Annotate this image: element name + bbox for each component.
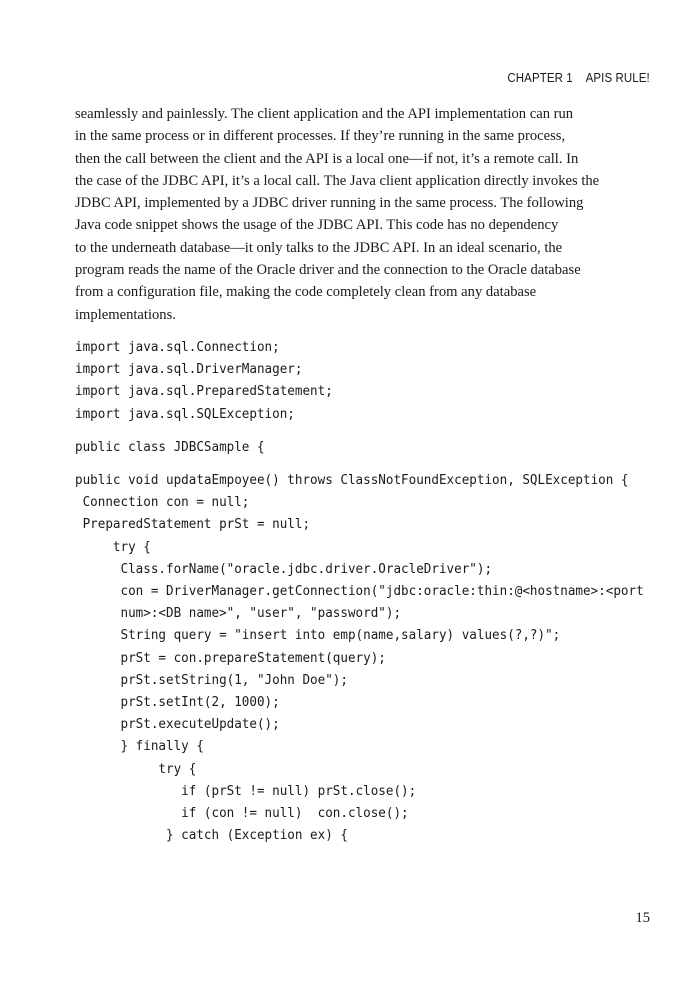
paragraph-line: to the underneath database—it only talks… xyxy=(75,239,563,256)
paragraph-line: program reads the name of the Oracle dri… xyxy=(75,262,581,279)
code-line-method: num>:<DB name>", "user", "password"); xyxy=(75,606,402,622)
code-line-import: import java.sql.Connection; xyxy=(75,340,280,355)
code-blank-line xyxy=(75,426,675,437)
code-line-method: prSt = con.prepareStatement(query); xyxy=(75,650,386,666)
paragraph-line: in the same process or in different proc… xyxy=(75,128,566,145)
code-listing: import java.sql.Connection; import java.… xyxy=(75,337,675,847)
page-number: 15 xyxy=(635,910,651,926)
code-line-class: public class JDBCSample { xyxy=(75,439,265,455)
code-line-method: prSt.setString(1, "John Doe"); xyxy=(75,672,348,688)
code-line-method: String query = "insert into emp(name,sal… xyxy=(75,628,561,644)
code-line-method: Connection con = null; xyxy=(75,495,250,511)
paragraph-line: from a configuration file, making the co… xyxy=(75,284,537,301)
code-line-method: } catch (Exception ex) { xyxy=(75,828,348,844)
code-line-method: try { xyxy=(75,761,197,777)
paragraph-line: the case of the JDBC API, it’s a local c… xyxy=(75,172,600,189)
chapter-label: CHAPTER 1 xyxy=(507,71,573,85)
code-line-method: PreparedStatement prSt = null; xyxy=(75,517,311,533)
paragraph-line: Java code snippet shows the usage of the… xyxy=(75,217,559,234)
running-head: CHAPTER 1 APIS RULE! xyxy=(508,71,650,85)
paragraph-line: seamlessly and painlessly. The client ap… xyxy=(75,106,574,122)
paragraph-line: implementations. xyxy=(75,306,176,323)
code-line-method: if (con != null) con.close(); xyxy=(75,806,409,822)
chapter-title: APIS RULE! xyxy=(585,71,650,85)
code-line-import: import java.sql.PreparedStatement; xyxy=(75,384,333,400)
paragraph-line: JDBC API, implemented by a JDBC driver r… xyxy=(75,195,584,212)
code-line-method: con = DriverManager.getConnection("jdbc:… xyxy=(75,584,644,600)
code-line-method: try { xyxy=(75,539,151,555)
code-line-method: } finally { xyxy=(75,739,204,755)
code-line-method: prSt.executeUpdate(); xyxy=(75,717,280,733)
body-paragraph: seamlessly and painlessly. The client ap… xyxy=(75,103,655,326)
code-blank-line xyxy=(75,459,675,470)
paragraph-line: then the call between the client and the… xyxy=(75,150,579,167)
code-line-import: import java.sql.DriverManager; xyxy=(75,362,303,378)
code-line-method: prSt.setInt(2, 1000); xyxy=(75,695,280,711)
code-line-import: import java.sql.SQLException; xyxy=(75,406,295,422)
code-line-method: Class.forName("oracle.jdbc.driver.Oracle… xyxy=(75,561,493,577)
code-line-method: if (prSt != null) prSt.close(); xyxy=(75,783,417,799)
code-line-method: public void updataEmpoyee() throws Class… xyxy=(75,473,629,489)
